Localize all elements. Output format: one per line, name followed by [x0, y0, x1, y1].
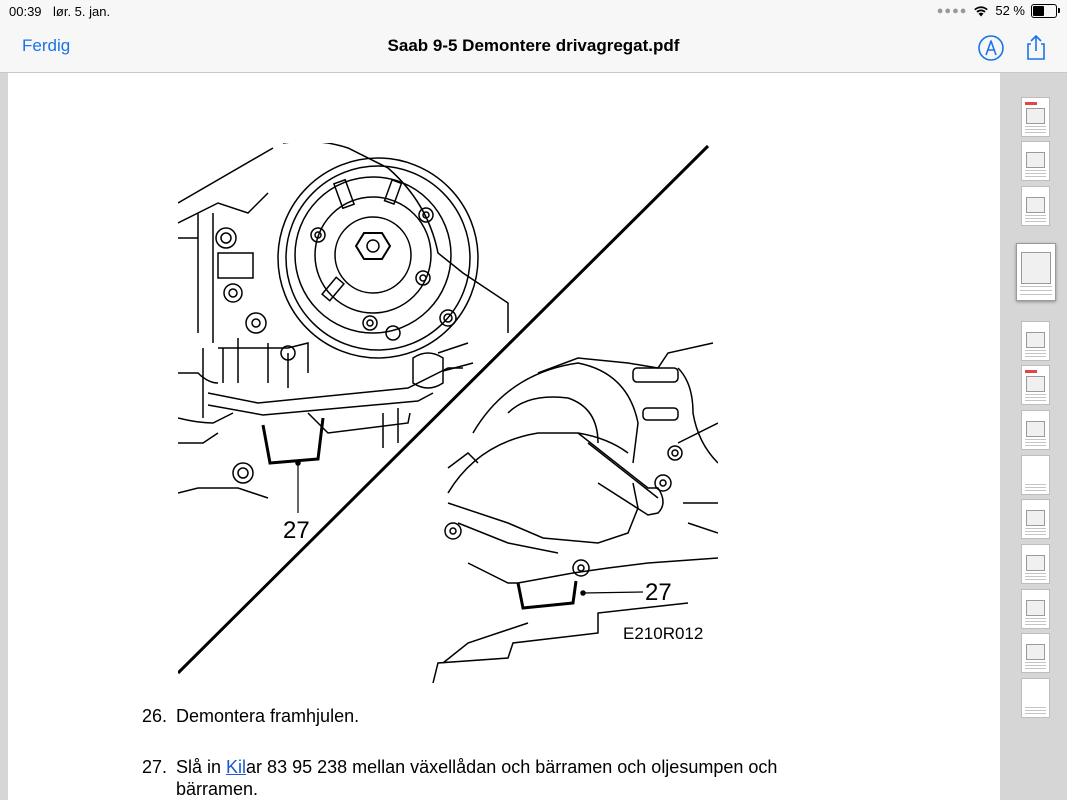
status-right: ●●●● 52 %	[936, 3, 1060, 18]
thumb-figure	[1026, 197, 1045, 213]
markup-pen-icon[interactable]	[975, 32, 1007, 64]
thumb-text-line	[1025, 442, 1046, 443]
thumb-text-line	[1025, 170, 1046, 171]
thumb-text-line	[1025, 665, 1046, 666]
thumb-text-line	[1020, 286, 1052, 287]
step-text: Demontera framhjulen.	[176, 706, 360, 726]
battery-icon	[1031, 3, 1060, 18]
thumb-text-line	[1025, 353, 1046, 354]
kil-link[interactable]: Kil	[226, 757, 247, 777]
page-thumbnail[interactable]	[1021, 678, 1050, 718]
thumb-text-line	[1025, 710, 1046, 711]
document-title: Saab 9-5 Demontere drivagregat.pdf	[387, 36, 680, 55]
thumb-text-line	[1025, 534, 1046, 535]
thumb-figure	[1026, 421, 1045, 437]
thumb-text-line	[1025, 579, 1046, 580]
thumb-figure	[1026, 152, 1045, 168]
thumb-text-line	[1020, 290, 1052, 291]
thumb-text-line	[1025, 218, 1046, 219]
thumb-text-line	[1025, 445, 1046, 446]
thumb-text-line	[1025, 439, 1046, 440]
thumb-text-line	[1025, 618, 1046, 619]
page-thumbnail[interactable]	[1021, 633, 1050, 673]
step-27: 27. Slå in Kilar 83 95 238 mellan växellå…	[142, 756, 777, 778]
page-thumbnail[interactable]	[1021, 544, 1050, 584]
thumb-text-line	[1025, 176, 1046, 177]
signal-dots-icon: ●●●●	[936, 4, 968, 17]
page-thumbnail[interactable]	[1021, 186, 1050, 226]
page-thumbnail[interactable]	[1021, 365, 1050, 405]
thumb-text-line	[1020, 294, 1052, 295]
status-time: 00:39	[9, 4, 42, 19]
page-thumbnail[interactable]	[1021, 141, 1050, 181]
thumb-figure	[1026, 510, 1045, 526]
thumb-text-line	[1025, 173, 1046, 174]
step-27-line2: bärramen.	[176, 778, 258, 800]
done-button[interactable]: Ferdig	[22, 36, 71, 55]
pdf-page[interactable]: 27 27 E210R012 26.Demontera framhjulen. …	[8, 73, 1000, 800]
thumb-text-line	[1025, 576, 1046, 577]
page-thumbnail[interactable]	[1021, 410, 1050, 450]
thumb-figure	[1026, 644, 1045, 660]
thumb-text-line	[1025, 215, 1046, 216]
step-number: 26.	[142, 706, 168, 726]
thumb-figure	[1026, 600, 1045, 616]
thumb-heading	[1025, 102, 1037, 105]
step-26: 26. Demontera framhjulen.	[142, 705, 359, 727]
thumb-text-line	[1025, 662, 1046, 663]
figure-code: E210R012	[623, 624, 703, 643]
nav-bar: Ferdig Saab 9-5 Demontere drivagregat.pd…	[0, 24, 1067, 73]
thumb-heading	[1025, 370, 1037, 373]
thumb-text-line	[1025, 484, 1046, 485]
thumb-text-line	[1025, 713, 1046, 714]
thumb-figure	[1026, 555, 1045, 571]
page-thumbnail[interactable]	[1021, 97, 1050, 137]
page-thumbnails	[1005, 73, 1067, 800]
thumb-text-line	[1025, 490, 1046, 491]
callout-27-top: 27	[283, 517, 310, 544]
engine-diagram: 27 27 E210R012	[178, 143, 718, 683]
page-thumbnail[interactable]	[1021, 455, 1050, 495]
step-text-line2: bärramen.	[176, 779, 259, 799]
page-thumbnail[interactable]	[1021, 321, 1050, 361]
thumb-text-line	[1025, 573, 1046, 574]
thumb-figure	[1026, 332, 1045, 348]
thumb-text-line	[1025, 129, 1046, 130]
thumb-figure	[1021, 252, 1051, 284]
step-text-before: Slå in	[176, 757, 227, 777]
thumb-text-line	[1025, 531, 1046, 532]
wifi-icon	[974, 5, 989, 16]
thumb-figure	[1026, 108, 1045, 124]
share-icon[interactable]	[1020, 32, 1052, 64]
callout-27-bottom: 27	[645, 579, 672, 606]
page-thumbnail[interactable]	[1016, 243, 1056, 301]
status-bar: 00:39 lør. 5. jan. ●●●● 52 %	[0, 0, 1067, 24]
thumb-text-line	[1025, 397, 1046, 398]
thumb-text-line	[1025, 356, 1046, 357]
thumb-text-line	[1025, 400, 1046, 401]
thumb-text-line	[1025, 621, 1046, 622]
thumb-text-line	[1025, 350, 1046, 351]
thumb-text-line	[1025, 487, 1046, 488]
thumb-text-line	[1025, 221, 1046, 222]
thumb-text-line	[1025, 707, 1046, 708]
thumb-figure	[1026, 376, 1045, 392]
page-thumbnail[interactable]	[1021, 589, 1050, 629]
thumb-text-line	[1025, 624, 1046, 625]
thumb-text-line	[1025, 126, 1046, 127]
page-thumbnail[interactable]	[1021, 499, 1050, 539]
thumb-text-line	[1025, 394, 1046, 395]
step-number: 27.	[142, 757, 168, 777]
thumb-text-line	[1025, 668, 1046, 669]
step-text-after: ar 83 95 238 mellan växellådan och bärra…	[246, 757, 778, 777]
thumb-text-line	[1025, 132, 1046, 133]
battery-percent: 52 %	[995, 3, 1025, 18]
status-date: lør. 5. jan.	[53, 4, 111, 19]
thumb-text-line	[1025, 528, 1046, 529]
